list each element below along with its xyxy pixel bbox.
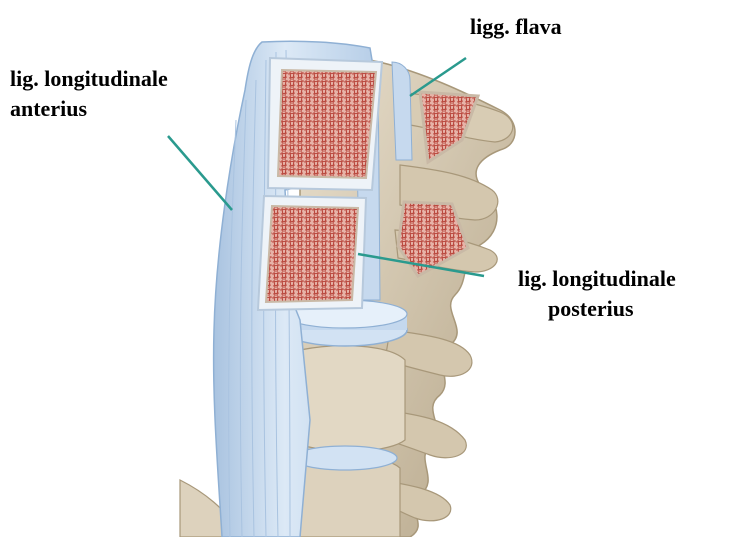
leader-line-anterius [168, 136, 232, 210]
ligamenta-flava [392, 62, 412, 160]
label-lig-longitudinale-anterius: lig. longitudinale anterius [10, 64, 168, 124]
label-anterius-line1: lig. longitudinale [10, 64, 168, 94]
label-lig-longitudinale-posterius: lig. longitudinale posterius [518, 264, 676, 324]
vertebral-body-section-upper [268, 58, 382, 190]
vertebral-body-section-lower [258, 196, 366, 310]
label-ligg-flava: ligg. flava [470, 12, 562, 42]
label-anterius-line2: anterius [10, 94, 168, 124]
label-posterius-line2: posterius [518, 294, 676, 324]
label-flava-text: ligg. flava [470, 12, 562, 42]
label-posterius-line1: lig. longitudinale [518, 264, 676, 294]
